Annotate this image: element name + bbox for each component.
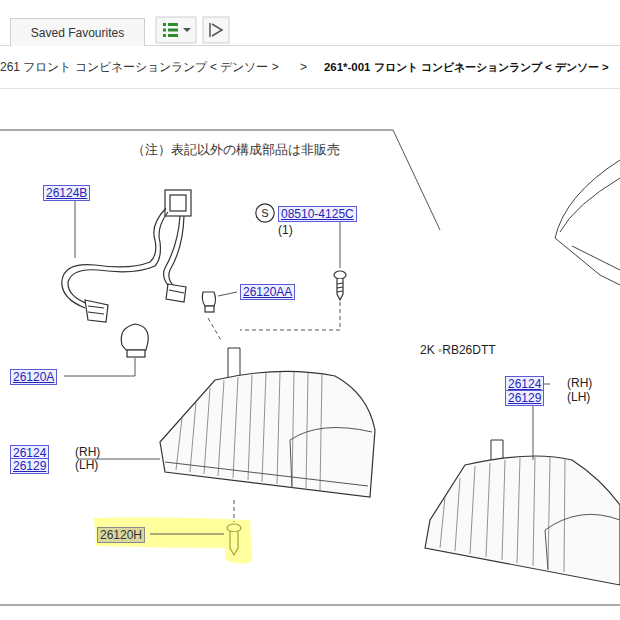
breadcrumb: 261 フロント コンビネーションランプ < デンソー > xyxy=(0,60,279,74)
part-number: 26120H xyxy=(97,527,145,543)
combination-lamp xyxy=(160,348,375,497)
dropdown-caret xyxy=(183,28,191,32)
list-icon xyxy=(163,23,178,37)
side-marker: (RH) xyxy=(567,376,592,390)
side-marker: (LH) xyxy=(75,458,98,472)
part-number: 26129 xyxy=(505,390,544,406)
screw xyxy=(334,271,346,300)
part-number: 26120A xyxy=(10,369,57,385)
dashed-guide xyxy=(208,302,340,522)
node-text: Saved Favourites xyxy=(31,26,124,40)
side-marker: (RH) xyxy=(75,445,100,459)
list-view-button xyxy=(156,17,196,43)
breadcrumb-separator: > xyxy=(300,60,307,74)
tab-button: Saved Favourites xyxy=(10,18,145,46)
frame-line xyxy=(0,130,440,230)
car-outline xyxy=(555,160,620,285)
frame-line xyxy=(0,605,620,606)
part-number: 26129 xyxy=(10,458,49,474)
share-icon xyxy=(210,23,222,37)
toolbar xyxy=(0,0,620,46)
combination-lamp xyxy=(425,440,620,585)
breadcrumb-current: 261*-001 フロント コンビネーションランプ < デンソー > xyxy=(324,60,609,74)
bulb xyxy=(121,292,215,357)
part-number: 26120AA xyxy=(240,284,295,300)
side-marker: (LH) xyxy=(567,390,590,404)
standard-part-symbol: S xyxy=(255,203,275,223)
breadcrumb-divider xyxy=(0,88,620,89)
quantity: (1) xyxy=(278,223,293,237)
share-button xyxy=(203,17,229,43)
note-text: （注）表記以外の構成部品は非販売 xyxy=(132,143,340,157)
engine-note: 2K ◦RB26DTT xyxy=(420,343,496,357)
leader-line xyxy=(64,200,550,534)
part-number: 08510-4125C xyxy=(278,206,357,222)
node-text: S xyxy=(261,207,268,219)
part-number: 26124B xyxy=(43,185,90,201)
highlight-marker xyxy=(94,517,252,563)
wire-harness xyxy=(62,190,191,322)
